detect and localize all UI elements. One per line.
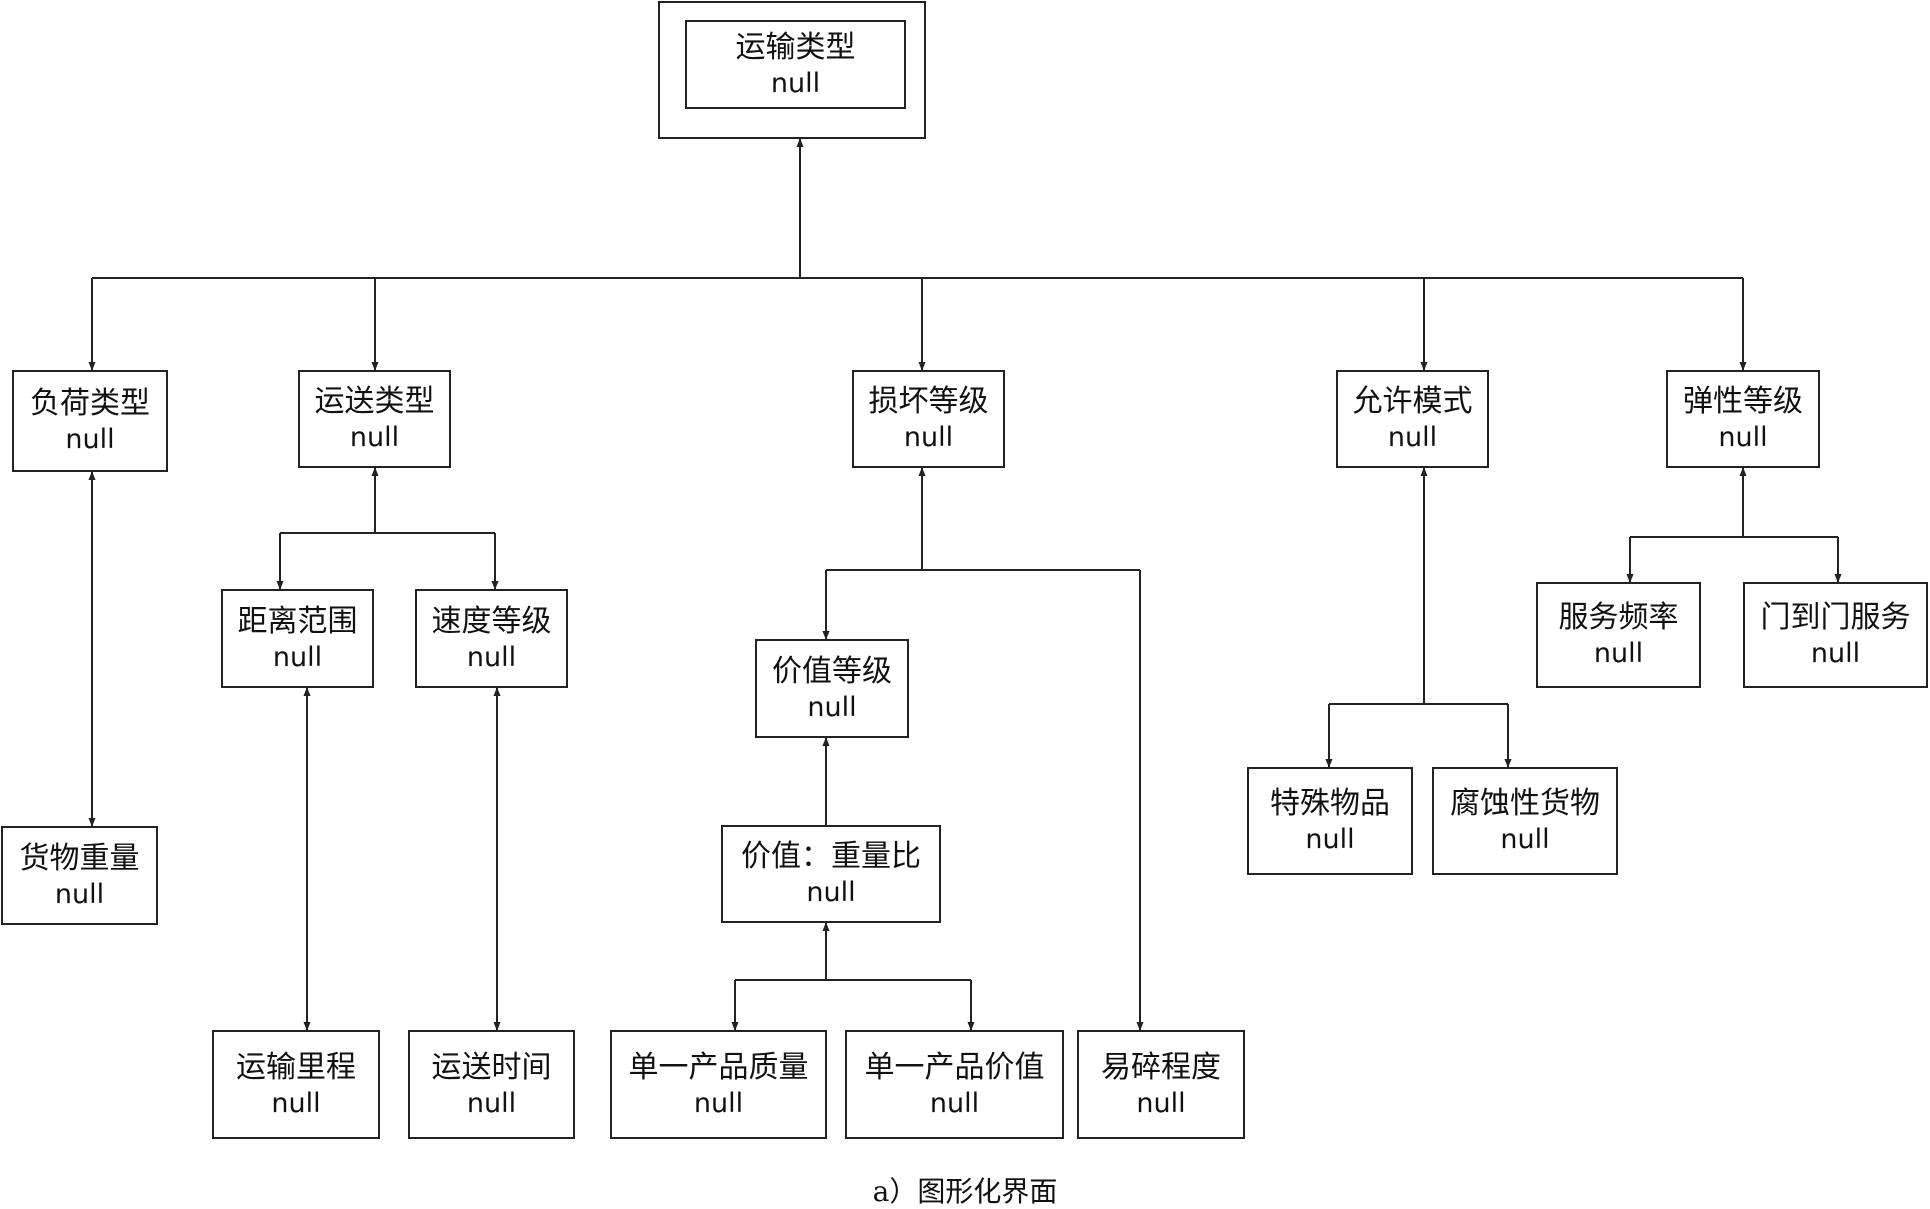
node-damage-level[interactable]: 损坏等级 null (852, 370, 1005, 468)
node-label: 速度等级 (431, 603, 552, 639)
node-label: 单一产品价值 (864, 1049, 1045, 1085)
node-value: null (1810, 638, 1861, 669)
node-label: 负荷类型 (30, 386, 150, 421)
node-label: 单一产品质量 (628, 1049, 809, 1085)
node-special-goods[interactable]: 特殊物品 null (1247, 767, 1413, 875)
node-speed-level[interactable]: 速度等级 null (415, 589, 568, 688)
node-label: 价值等级 (772, 653, 892, 689)
node-label: 货物重量 (19, 840, 140, 876)
node-load-type[interactable]: 负荷类型 null (12, 370, 168, 472)
node-label: 运送类型 (314, 384, 435, 419)
node-label: 运送时间 (431, 1049, 552, 1085)
node-service-frequency[interactable]: 服务频率 null (1536, 582, 1701, 688)
node-unit-product-mass[interactable]: 单一产品质量 null (610, 1030, 827, 1139)
node-value: null (903, 422, 954, 453)
node-label: 允许模式 (1352, 384, 1473, 419)
node-value-level[interactable]: 价值等级 null (755, 639, 909, 738)
node-unit-product-value[interactable]: 单一产品价值 null (845, 1030, 1064, 1139)
node-label: 运输里程 (236, 1049, 356, 1085)
node-value: null (770, 67, 821, 99)
node-value: null (1305, 824, 1355, 855)
node-delivery-type[interactable]: 运送类型 null (298, 370, 451, 468)
node-value: null (1593, 638, 1644, 669)
figure-caption: a）图形化界面 (872, 1175, 1058, 1208)
node-value: null (929, 1087, 980, 1119)
node-value: null (65, 424, 115, 455)
node-value: null (349, 422, 400, 453)
node-value: null (1500, 824, 1550, 855)
node-value: null (1718, 422, 1768, 453)
node-value: null (54, 878, 105, 910)
node-door-to-door-service[interactable]: 门到门服务 null (1743, 582, 1928, 688)
node-transport-type[interactable]: 运输类型 null (685, 20, 906, 109)
node-value: null (807, 691, 857, 723)
node-label: 损坏等级 (868, 384, 989, 419)
node-label: 易碎程度 (1101, 1049, 1221, 1085)
node-value: null (271, 1087, 321, 1119)
node-value: null (1387, 422, 1438, 453)
node-label: 门到门服务 (1760, 600, 1911, 635)
node-corrosive-goods[interactable]: 腐蚀性货物 null (1432, 767, 1618, 875)
node-label: 弹性等级 (1683, 384, 1803, 419)
node-distance-range[interactable]: 距离范围 null (221, 589, 374, 688)
node-value: null (1136, 1087, 1186, 1119)
node-transport-mileage[interactable]: 运输里程 null (212, 1030, 380, 1139)
node-label: 价值：重量比 (741, 839, 921, 874)
node-cargo-weight[interactable]: 货物重量 null (1, 826, 158, 925)
root-node-outer-frame (658, 1, 926, 139)
node-label: 服务频率 (1558, 600, 1679, 635)
node-elasticity-level[interactable]: 弹性等级 null (1666, 370, 1820, 468)
node-label: 特殊物品 (1270, 786, 1390, 821)
node-value: null (466, 641, 517, 673)
node-allowed-mode[interactable]: 允许模式 null (1336, 370, 1489, 468)
node-delivery-time[interactable]: 运送时间 null (408, 1030, 575, 1139)
node-value: null (693, 1087, 744, 1119)
node-value: null (466, 1087, 517, 1119)
node-value: null (272, 641, 323, 673)
node-label: 腐蚀性货物 (1450, 786, 1600, 821)
node-fragility[interactable]: 易碎程度 null (1077, 1030, 1245, 1139)
node-value-weight-ratio[interactable]: 价值：重量比 null (721, 825, 941, 923)
node-label: 运输类型 (735, 29, 856, 65)
node-value: null (806, 877, 856, 908)
node-label: 距离范围 (237, 603, 358, 639)
